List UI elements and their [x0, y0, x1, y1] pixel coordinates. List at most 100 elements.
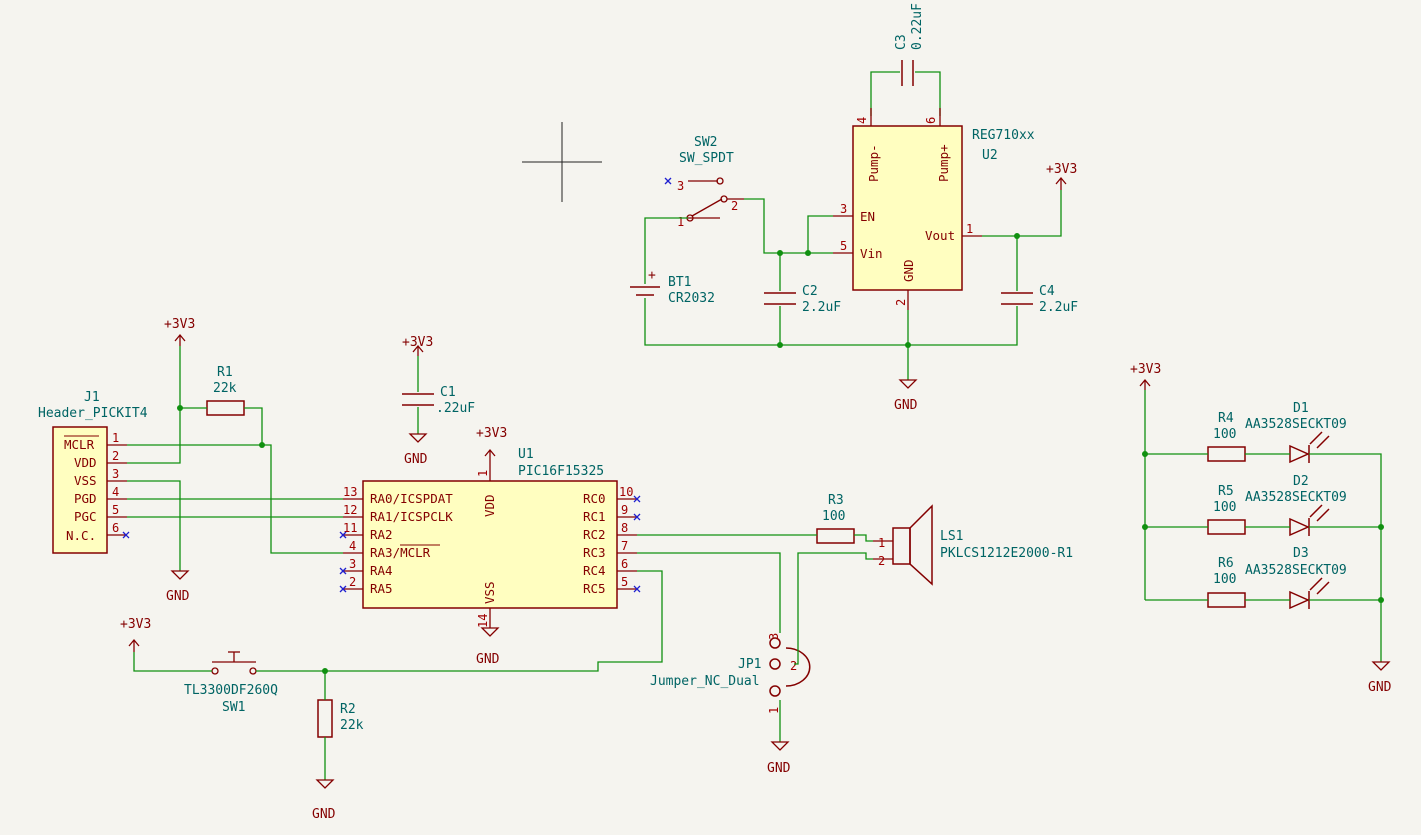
sw2-value: SW_SPDT [679, 151, 734, 166]
switch-sw2[interactable]: SW2 SW_SPDT 3 1 2 [664, 135, 744, 229]
jp1-value: Jumper_NC_Dual [650, 674, 760, 689]
resistor-r3[interactable]: R3 100 [816, 493, 855, 544]
r2-value: 22k [340, 718, 364, 733]
j1-pin-name-1: MCLR [64, 437, 95, 452]
u1-pin-5: 5 [621, 575, 628, 589]
jumper-jp1[interactable]: 3 2 1 JP1 Jumper_NC_Dual [650, 633, 811, 714]
resistor-r4[interactable]: R4 100 [1207, 411, 1246, 462]
switch-sw1[interactable]: TL3300DF260Q SW1 [184, 651, 278, 715]
gnd-port-led[interactable]: GND [1368, 661, 1392, 695]
jp1-ref: JP1 [738, 657, 761, 672]
c2-ref: C2 [802, 284, 818, 299]
u2-ref: U2 [982, 148, 998, 163]
u1-pin-11: 11 [343, 521, 357, 535]
d1-ref: D1 [1293, 401, 1309, 416]
u1-pin-7: 7 [621, 539, 628, 553]
u1-pin-1: 1 [476, 470, 490, 477]
gnd-port-j1[interactable]: GND [166, 570, 190, 604]
j1-pin-name-5: PGC [74, 509, 97, 524]
ls1-pin-2: 2 [878, 554, 885, 568]
c3-pin-4: 4 [855, 117, 869, 124]
regulator-u2[interactable]: Pump- Pump+ EN Vin Vout GND REG710xx U2 … [833, 125, 1035, 310]
u1-rc2: RC2 [583, 527, 606, 542]
vcc-port-led[interactable]: +3V3 [1130, 362, 1161, 390]
gnd-port-r2[interactable]: GND [312, 779, 336, 822]
sw2-ref: SW2 [694, 135, 717, 150]
u2-vin: Vin [860, 246, 883, 261]
resistor-r5[interactable]: R5 100 [1207, 484, 1246, 535]
capacitor-c2[interactable]: C2 2.2uF [764, 284, 841, 315]
u1-pin-4: 4 [349, 539, 356, 553]
u1-value: PIC16F15325 [518, 464, 604, 479]
gnd-port-u2[interactable]: GND [894, 379, 918, 413]
capacitor-c1[interactable]: +3V3 GND C1 .22uF [402, 335, 475, 467]
vcc-port-sw1[interactable]: +3V3 [120, 617, 151, 652]
u1-pin-3: 3 [349, 557, 356, 571]
u2-pin-2: 2 [894, 299, 908, 306]
c4-value: 2.2uF [1039, 300, 1078, 315]
battery-bt1[interactable]: + BT1 CR2032 [630, 268, 715, 306]
c3-ref: C3 [894, 34, 909, 50]
vcc-port-j1[interactable]: +3V3 [164, 317, 195, 346]
buzzer-wires [637, 534, 873, 742]
mcu-u1[interactable]: U1 PIC16F15325 VDD VSS 1 14 RA0/ICSPDAT … [339, 447, 641, 628]
resistor-r1[interactable]: R1 22k [206, 365, 245, 416]
resistor-r6[interactable]: R6 100 [1207, 556, 1246, 608]
ls1-value: PKLCS1212E2000-R1 [940, 546, 1073, 561]
programming-wires [127, 346, 343, 571]
svg-text:GND: GND [166, 589, 190, 604]
c3-value: 0.22uF [910, 3, 925, 50]
c1-ref: C1 [440, 385, 456, 400]
u2-pin-1: 1 [966, 222, 973, 236]
svg-text:+3V3: +3V3 [1046, 162, 1077, 177]
j1-ref: J1 [84, 390, 100, 405]
c1-gnd-label: GND [404, 452, 428, 467]
u1-ra0: RA0/ICSPDAT [370, 491, 453, 506]
no-connect-marker [122, 531, 130, 539]
sw1-ref: SW1 [222, 700, 245, 715]
u1-pin-12: 12 [343, 503, 357, 517]
capacitor-c4[interactable]: C4 2.2uF [1001, 284, 1078, 315]
sw2-pin-2: 2 [731, 199, 738, 213]
header-j1[interactable]: J1 Header_PICKIT4 MCLR VDD VSS PGD PGC N… [38, 390, 148, 554]
svg-text:+3V3: +3V3 [476, 426, 507, 441]
r3-ref: R3 [828, 493, 844, 508]
r6-value: 100 [1213, 572, 1236, 587]
capacitor-c3[interactable]: C3 0.22uF 4 6 [855, 3, 941, 126]
sw1-value: TL3300DF260Q [184, 683, 278, 698]
c4-ref: C4 [1039, 284, 1055, 299]
d3-ref: D3 [1293, 546, 1309, 561]
u1-ra4: RA4 [370, 563, 393, 578]
reset-wires [133, 570, 663, 780]
gnd-port-u1[interactable]: GND [476, 627, 500, 667]
u1-ra1: RA1/ICSPCLK [370, 509, 453, 524]
no-connect-marker [664, 177, 672, 185]
u2-value: REG710xx [972, 128, 1035, 143]
led-d2[interactable]: D2 AA3528SECKT09 [1245, 474, 1347, 537]
d1-value: AA3528SECKT09 [1245, 417, 1347, 432]
bt1-ref: BT1 [668, 275, 691, 290]
j1-pin-4: 4 [112, 485, 119, 499]
r4-ref: R4 [1218, 411, 1234, 426]
jp1-pin-3: 3 [767, 633, 781, 640]
vcc-port-u1[interactable]: +3V3 [476, 426, 507, 461]
resistor-r2[interactable]: R2 22k [317, 699, 364, 738]
crosshair-cursor [522, 122, 602, 202]
svg-text:GND: GND [1368, 680, 1392, 695]
buzzer-ls1[interactable]: 1 2 LS1 PKLCS1212E2000-R1 [873, 504, 1073, 586]
ls1-pin-1: 1 [878, 536, 885, 550]
j1-pin-5: 5 [112, 503, 119, 517]
u1-pin-14: 14 [476, 614, 490, 628]
u1-ra2: RA2 [370, 527, 393, 542]
u2-pin-3: 3 [840, 202, 847, 216]
svg-text:GND: GND [767, 761, 791, 776]
r5-value: 100 [1213, 500, 1236, 515]
gnd-port-jp1[interactable]: GND [767, 741, 791, 776]
u1-pin-8: 8 [621, 521, 628, 535]
c1-value: .22uF [436, 401, 475, 416]
led-d1[interactable]: D1 AA3528SECKT09 [1245, 401, 1347, 464]
vcc-port-u2[interactable]: +3V3 [1046, 162, 1077, 190]
jp1-pin-1: 1 [767, 707, 781, 714]
u1-rc0: RC0 [583, 491, 606, 506]
